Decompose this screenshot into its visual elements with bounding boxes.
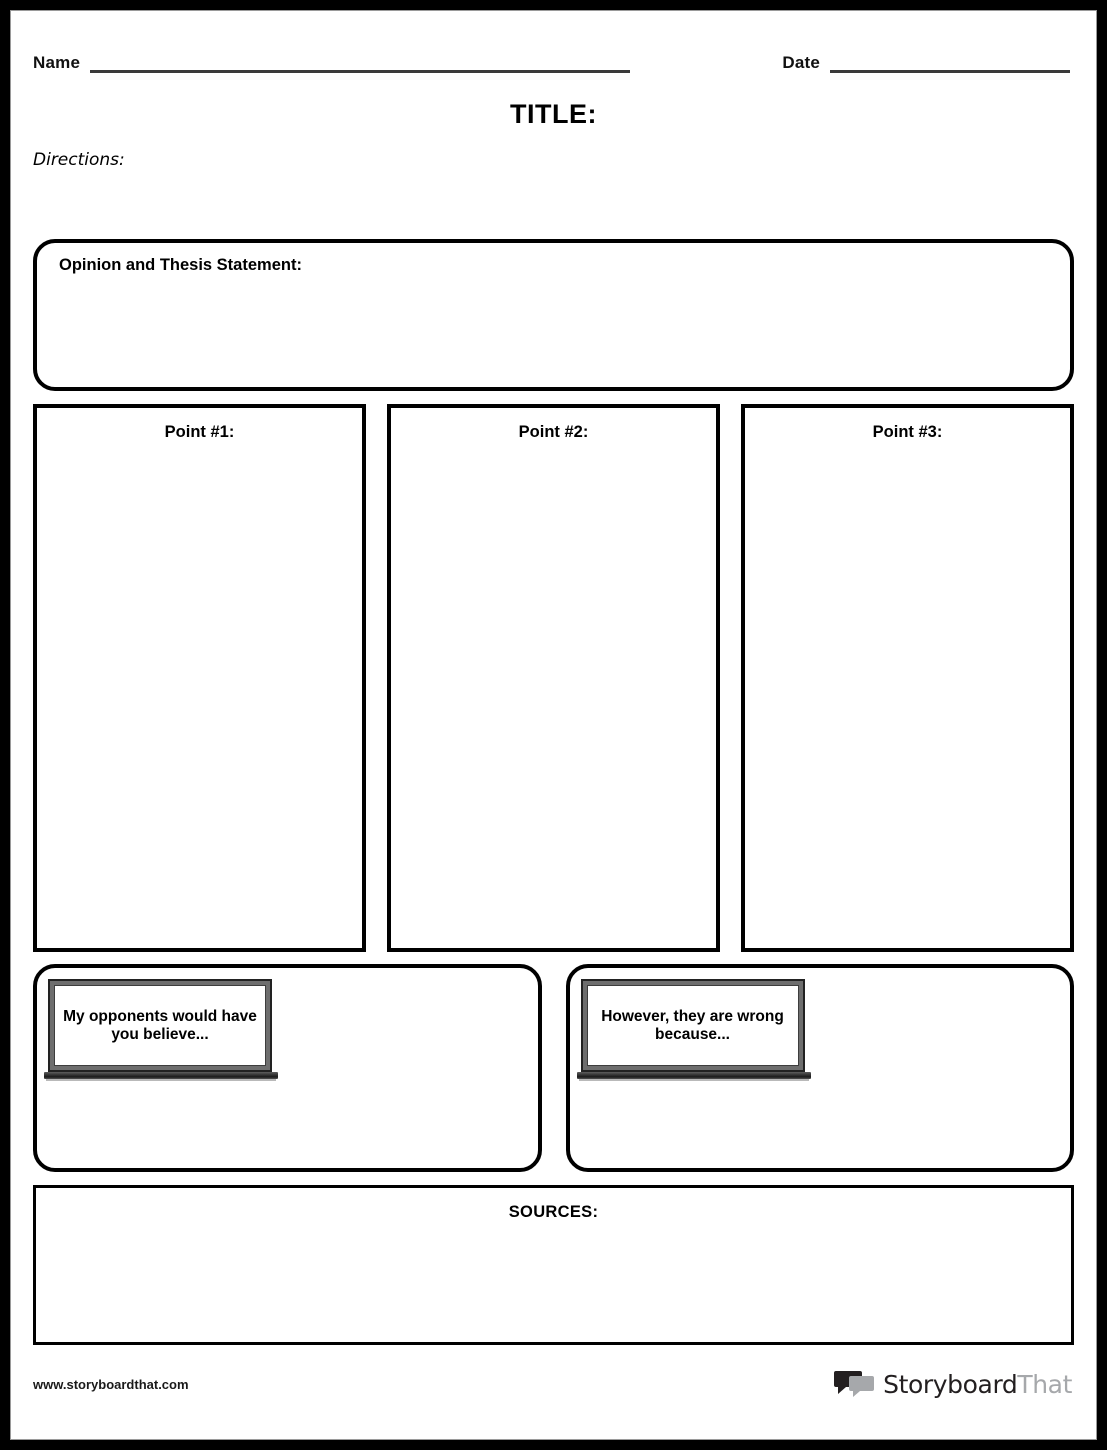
whiteboard-frame-2: However, they are wrong because... (580, 979, 805, 1072)
brand-text-primary: Storyboard (883, 1369, 1018, 1399)
whiteboard-frame-1: My opponents would have you believe... (48, 979, 272, 1072)
footer: www.storyboardthat.com StoryboardThat (33, 1369, 1074, 1399)
whiteboard-ledge-shadow-2 (578, 1079, 809, 1081)
point-label-3: Point #3: (872, 423, 943, 441)
point-box-1[interactable]: Point #1: (33, 404, 366, 952)
opinion-thesis-box[interactable]: Opinion and Thesis Statement: (33, 239, 1074, 391)
counter-argument-box-2[interactable]: However, they are wrong because... (565, 964, 1074, 1172)
name-input-rule[interactable] (90, 69, 631, 73)
whiteboard-ledge-shadow-1 (46, 1079, 276, 1081)
counter-argument-box-1[interactable]: My opponents would have you believe... (33, 964, 542, 1172)
point-box-2[interactable]: Point #2: (387, 404, 720, 952)
whiteboard-text-1: My opponents would have you believe... (63, 1008, 257, 1043)
whiteboard-surface-2: However, they are wrong because... (586, 985, 799, 1066)
point-label-2: Point #2: (518, 423, 589, 441)
points-row: Point #1: Point #2: Point #3: (33, 404, 1074, 952)
whiteboard-ledge-2 (576, 1072, 811, 1079)
point-label-1: Point #1: (164, 423, 235, 441)
whiteboard-text-2: However, they are wrong because... (601, 1008, 784, 1043)
brand-text-secondary: That (1017, 1369, 1072, 1399)
whiteboard-graphic-1: My opponents would have you believe... (44, 979, 278, 1081)
date-label: Date (782, 53, 820, 72)
header-row: Name Date (33, 11, 1074, 73)
name-field[interactable]: Name (33, 53, 631, 73)
speech-bubbles-icon (834, 1371, 875, 1397)
sources-label: SOURCES: (508, 1203, 599, 1221)
whiteboard-ledge-1 (44, 1072, 278, 1079)
counter-argument-row: My opponents would have you believe... H… (33, 964, 1074, 1172)
whiteboard-graphic-2: However, they are wrong because... (576, 979, 811, 1081)
point-box-3[interactable]: Point #3: (741, 404, 1074, 952)
opinion-thesis-label: Opinion and Thesis Statement: (59, 256, 302, 274)
brand-logo: StoryboardThat (834, 1369, 1072, 1399)
worksheet-sheet: Name Date TITLE: Directions: Opinion and… (10, 10, 1097, 1440)
sources-box[interactable]: SOURCES: (33, 1185, 1074, 1345)
whiteboard-surface-1: My opponents would have you believe... (54, 985, 266, 1066)
date-input-rule[interactable] (830, 69, 1070, 73)
date-field[interactable]: Date (782, 54, 1070, 73)
directions-label: Directions: (33, 150, 125, 170)
footer-url[interactable]: www.storyboardthat.com (33, 1376, 189, 1392)
brand-text: StoryboardThat (883, 1372, 1072, 1397)
page-title: TITLE: (510, 99, 597, 129)
name-label: Name (33, 53, 81, 72)
